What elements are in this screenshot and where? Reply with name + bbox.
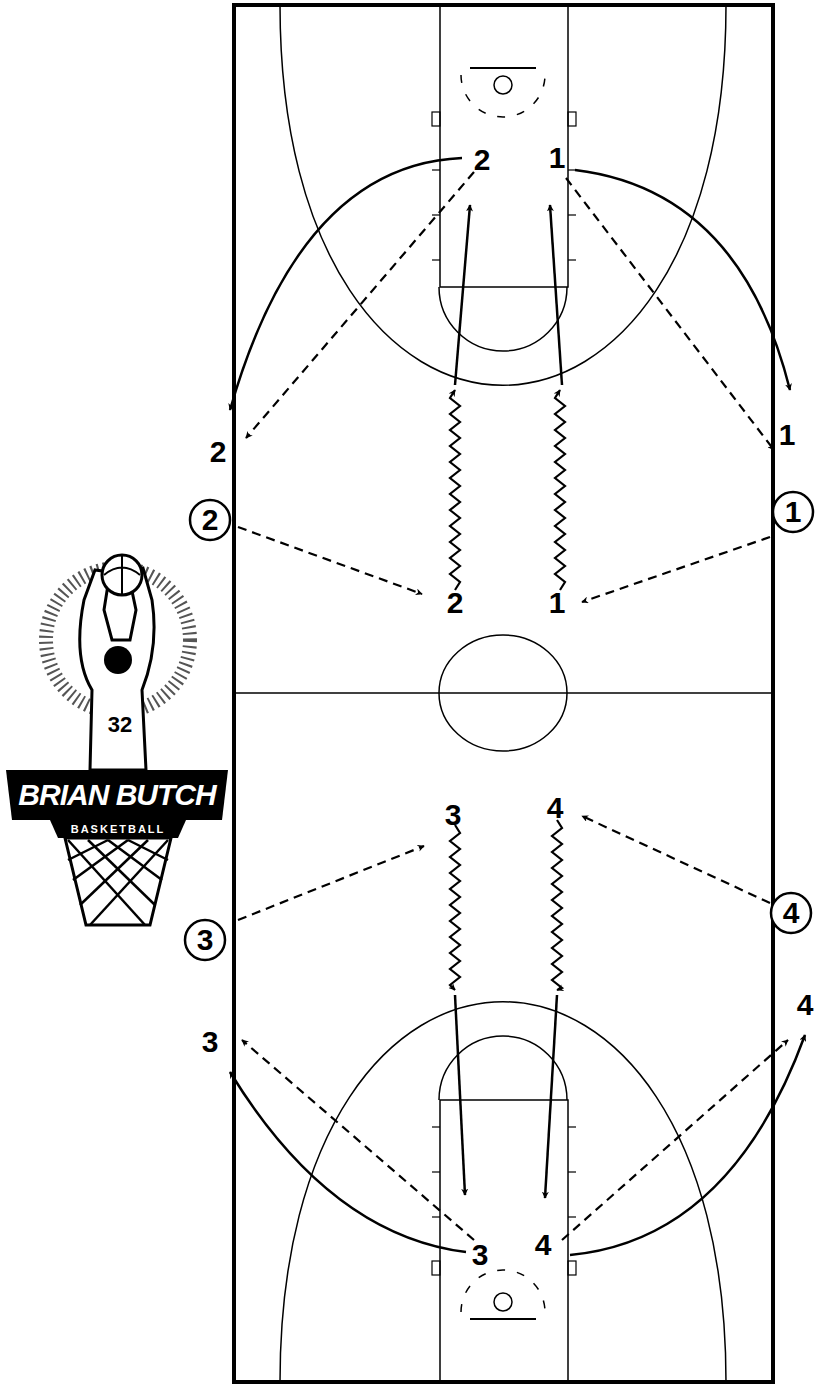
player-number: 1 (549, 588, 566, 618)
player-number: 3 (472, 1240, 489, 1270)
logo-title: BRIAN BUTCH (18, 780, 215, 810)
dribble-arrow (450, 825, 460, 990)
player-circle: 2 (188, 498, 232, 542)
player-number: 4 (535, 1230, 552, 1260)
dribble-arrow (555, 390, 565, 590)
player-number: 4 (783, 898, 800, 928)
jersey-number: 32 (108, 714, 132, 736)
player-number: 1 (785, 497, 802, 527)
player-circle: 4 (769, 891, 813, 935)
player-number: 2 (474, 145, 491, 175)
player-number: 1 (779, 420, 796, 450)
player-circle: 1 (771, 490, 815, 534)
dribble-arrow (552, 820, 562, 990)
player-number: 3 (445, 800, 462, 830)
player-number: 4 (797, 990, 814, 1020)
logo (6, 555, 228, 925)
dribble-arrow (450, 390, 460, 590)
player-circle: 3 (183, 918, 227, 962)
movement-arrows (230, 158, 805, 1255)
logo-subtitle: BASKETBALL (71, 824, 166, 835)
player-number: 2 (210, 437, 227, 467)
player-number: 3 (202, 1027, 219, 1057)
dribble-arrows (450, 390, 565, 990)
player-number: 1 (549, 143, 566, 173)
player-number: 2 (447, 588, 464, 618)
player-number: 2 (202, 505, 219, 535)
player-number: 4 (547, 793, 564, 823)
player-number: 3 (197, 925, 214, 955)
